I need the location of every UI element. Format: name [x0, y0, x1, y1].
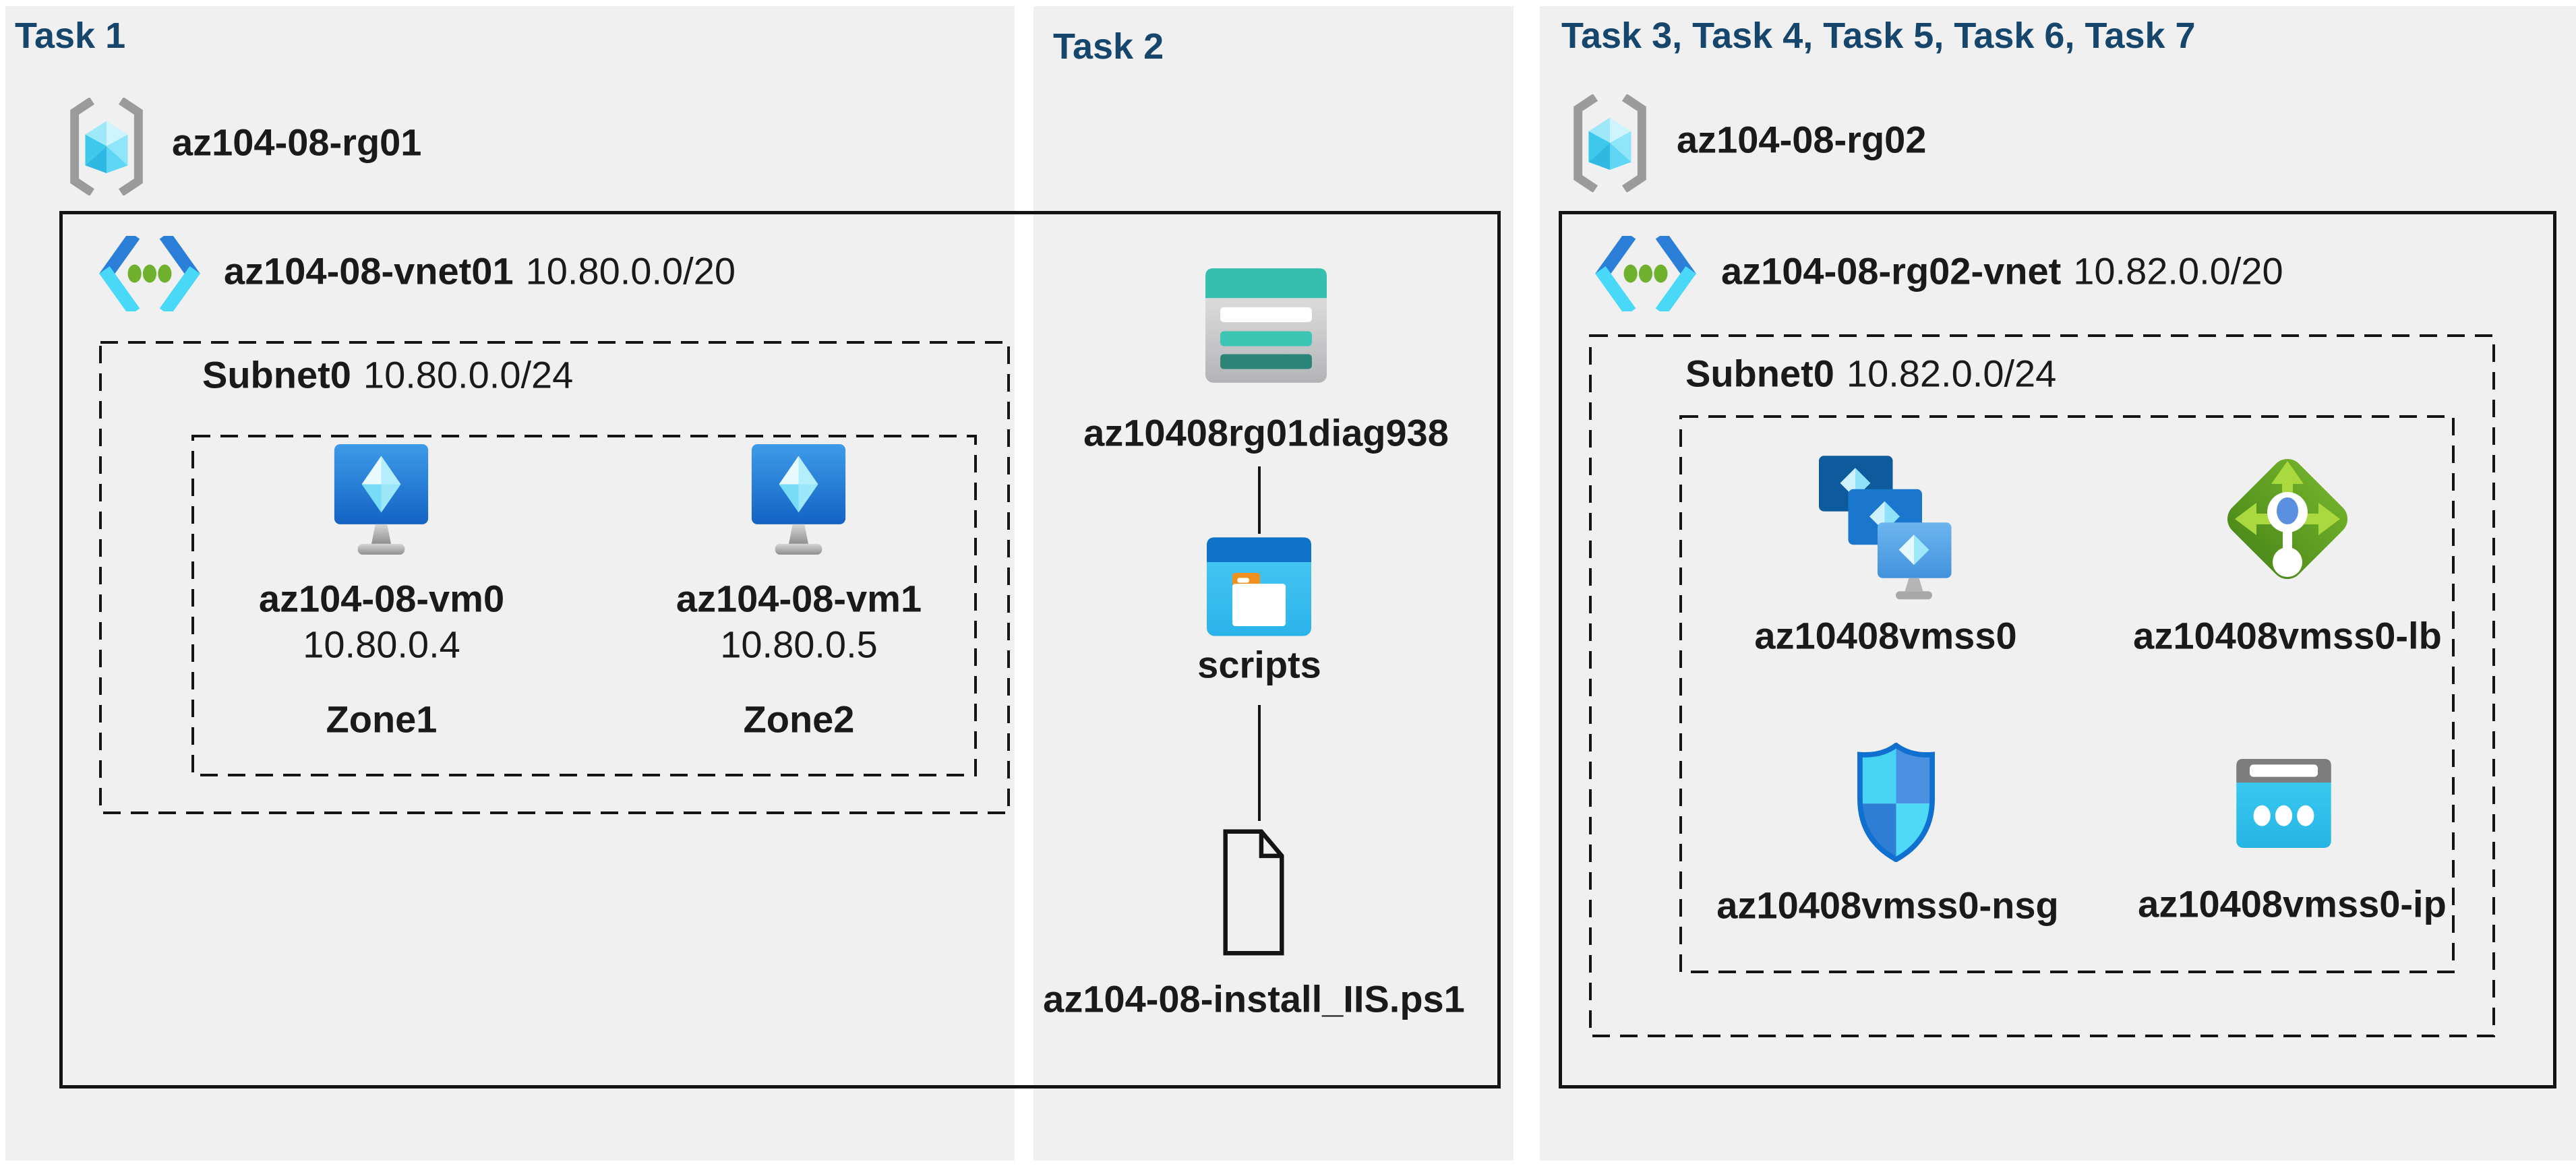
public-ip-name: az10408vmss0-ip — [2138, 882, 2447, 925]
blob-container-icon — [1207, 537, 1311, 636]
subnet1-label: Subnet0 10.80.0.0/24 — [202, 353, 574, 397]
resource-group-name: az104-08-rg02 — [1677, 118, 1927, 161]
storage-account-name: az10408rg01diag938 — [1083, 411, 1449, 454]
task1-title: Task 1 — [15, 16, 126, 56]
script-file-icon — [1223, 829, 1284, 956]
nsg-icon — [1857, 743, 1935, 862]
vnet2-cidr: 10.82.0.0/20 — [2073, 249, 2283, 293]
container-name: scripts — [1197, 643, 1321, 686]
vnet-icon — [99, 236, 200, 311]
vm1-zone: Zone2 — [743, 698, 855, 741]
subnet1-cidr: 10.80.0.0/24 — [363, 353, 574, 396]
vm1-ip: 10.80.0.5 — [720, 623, 878, 666]
storage-account-icon — [1205, 268, 1327, 383]
vnet2-label: az104-08-rg02-vnet 10.82.0.0/20 — [1721, 249, 2283, 293]
connector-line — [1258, 466, 1261, 534]
nsg-name: az10408vmss0-nsg — [1716, 884, 2059, 927]
vnet1-cidr: 10.80.0.0/20 — [525, 249, 736, 293]
load-balancer-name: az10408vmss0-lb — [2133, 614, 2442, 657]
vmss-icon — [1819, 456, 1952, 600]
public-ip-icon — [2236, 759, 2331, 848]
task1-panel — [5, 6, 1015, 1161]
connector-line — [1258, 705, 1261, 821]
vnet2-name: az104-08-rg02-vnet — [1721, 249, 2062, 293]
zones-dashed-box — [191, 435, 977, 776]
vnet1-label: az104-08-vnet01 10.80.0.0/20 — [224, 249, 736, 293]
vnet1-boundary-box — [59, 211, 1501, 1088]
resource-group-name: az104-08-rg01 — [172, 121, 422, 164]
vm1-name: az104-08-vm1 — [676, 577, 922, 620]
vnet1-name: az104-08-vnet01 — [224, 249, 514, 293]
load-balancer-icon — [2227, 458, 2348, 580]
subnet2-name: Subnet0 — [1685, 352, 1834, 395]
resource-group-icon — [1574, 94, 1646, 192]
task3-panel — [1540, 6, 2576, 1161]
subnet2-cidr: 10.82.0.0/24 — [1846, 352, 2057, 395]
virtual-machine-icon — [751, 444, 846, 555]
resource-group-icon — [70, 98, 143, 195]
script-file-name: az104-08-install_IIS.ps1 — [1043, 977, 1465, 1020]
vnet-icon — [1595, 236, 1696, 311]
vm0-ip: 10.80.0.4 — [303, 623, 460, 666]
vnet2-boundary-box — [1559, 211, 2556, 1088]
subnet1-dashed-box — [99, 341, 1010, 814]
vm0-zone: Zone1 — [326, 698, 438, 741]
subnet1-name: Subnet0 — [202, 353, 351, 396]
vmss-name: az10408vmss0 — [1754, 614, 2017, 657]
virtual-machine-icon — [334, 444, 429, 555]
subnet2-dashed-box — [1589, 334, 2495, 1037]
vm0-name: az104-08-vm0 — [258, 577, 505, 620]
subnet2-label: Subnet0 10.82.0.0/24 — [1685, 352, 2057, 396]
task3-title: Task 3, Task 4, Task 5, Task 6, Task 7 — [1561, 16, 2196, 56]
task2-title: Task 2 — [1053, 26, 1164, 67]
vmss-dashed-box — [1679, 415, 2455, 973]
